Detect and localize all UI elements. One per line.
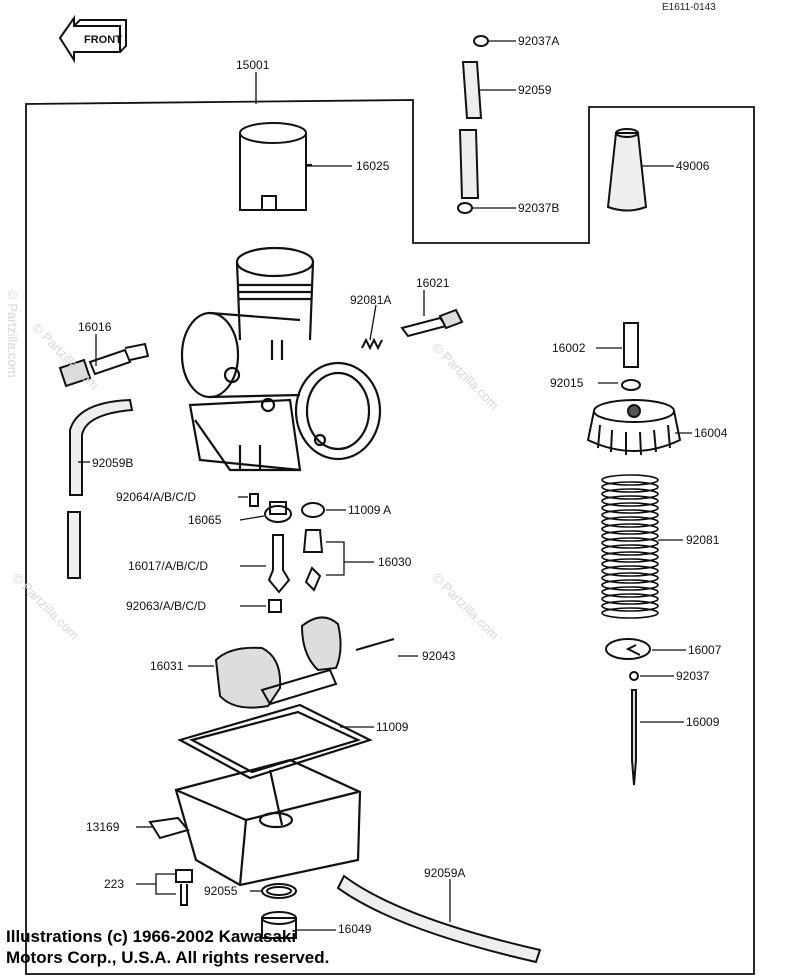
spring-coil-turn [601,586,659,598]
part-label[interactable]: 11009 A [348,503,392,517]
part-label[interactable]: 16009 [686,715,720,729]
spring-coil-turn [601,516,659,528]
part-label[interactable]: 92043 [422,649,456,663]
part-label[interactable]: 92064/A/B/C/D [116,490,197,504]
part-label[interactable]: 92015 [550,376,584,390]
part-label[interactable]: 92081 [686,533,720,547]
spring-coil-turn [601,537,659,549]
copyright-notice: Illustrations (c) 1966-2002 Kawasaki Mot… [6,926,329,968]
part-label[interactable]: 16031 [150,659,184,673]
assembly-outline [25,99,755,975]
part-label[interactable]: 92059B [92,456,134,470]
part-label[interactable]: 92063/A/B/C/D [126,599,207,613]
copyright-line-1: Illustrations (c) 1966-2002 Kawasaki [6,927,297,946]
part-label[interactable]: 11009 [376,720,409,734]
spring-92081 [601,474,659,619]
spring-coil-turn [601,600,659,612]
float-bowl [174,703,373,887]
part-label[interactable]: 16030 [378,555,412,569]
part-label[interactable]: 16017/A/B/C/D [128,559,209,573]
choke-plunger-16016 [58,342,150,388]
spring-coil-turn [601,593,659,605]
air-screw-16021 [400,308,464,338]
part-label[interactable]: 49006 [676,159,710,173]
spring-coil-turn [601,572,659,584]
part-label[interactable]: 16002 [552,341,586,355]
spring-coil-turn [601,523,659,535]
part-label[interactable]: 16065 [188,513,222,527]
copyright-line-2: Motors Corp., U.S.A. All rights reserved… [6,948,330,967]
part-label[interactable]: 92037 [676,669,710,683]
part-label[interactable]: 223 [104,877,125,891]
float-16031 [214,616,395,709]
part-label[interactable]: 16025 [356,159,390,173]
part-label[interactable]: 92037B [518,201,560,215]
part-label[interactable]: 16004 [694,426,728,440]
part-label[interactable]: 16049 [338,922,372,936]
part-label[interactable]: 92037A [518,34,560,48]
part-label[interactable]: 13169 [86,820,120,834]
leader-lines [78,40,692,931]
bowl-hardware [148,816,297,939]
spring-coil-turn [601,481,659,493]
carburetor-body [180,246,382,472]
part-label[interactable]: 92059A [424,866,466,880]
top-cap-16004 [586,322,682,456]
part-label[interactable]: 92059 [518,83,552,97]
front-arrow-label: FRONT [84,34,122,46]
part-label[interactable]: 16007 [688,643,722,657]
front-arrow [58,14,127,64]
spring-coil-turn [601,509,659,521]
spring-coil-turn [601,488,659,500]
spring-coil-turn [601,495,659,507]
diagram-reference-code: E1611-0143 [662,2,716,13]
watermark: © Partzilla.com [5,290,20,378]
spring-coil-turn [601,579,659,591]
spring-coil-turn [601,502,659,514]
spring-coil-turn [601,607,659,619]
needle-clip [605,638,651,786]
spring-coil-turn [601,551,659,563]
spring-coil-turn [601,474,659,486]
part-label[interactable]: 15001 [236,58,270,72]
part-label[interactable]: 92081A [350,293,392,307]
spring-coil-turn [601,530,659,542]
part-label[interactable]: 16016 [78,320,112,334]
spring-coil-turn [601,544,659,556]
drain-hose-92059a [336,874,542,964]
part-label[interactable]: 92055 [204,884,238,898]
throttle-slide [239,122,312,211]
small-spring [361,337,383,351]
jets [249,493,325,613]
part-label[interactable]: 16021 [416,276,450,290]
spring-coil-turn [601,558,659,570]
spring-coil-turn [601,565,659,577]
cone-49006 [606,128,648,212]
hose-92059b [67,398,134,579]
vent-tube-upper [457,35,489,214]
